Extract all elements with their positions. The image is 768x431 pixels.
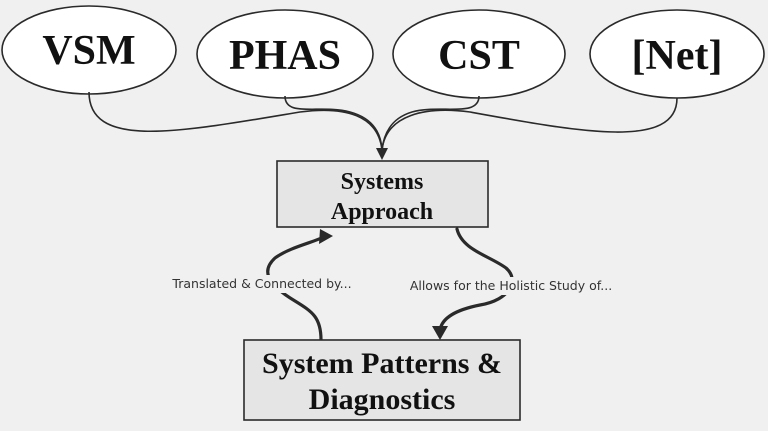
edge-allows-label-bg <box>413 277 609 295</box>
edge-allows-label: Allows for the Holistic Study of... <box>410 278 612 293</box>
node-vsm: VSM <box>1 5 177 95</box>
edge-cst-to-systems <box>381 95 480 151</box>
edge-allows-arrowhead <box>432 326 448 340</box>
node-net: [Net] <box>589 9 765 99</box>
edge-translated-label-bg <box>174 275 350 293</box>
edge-translated-arrowhead <box>319 229 333 244</box>
node-cst-label: CST <box>438 33 520 79</box>
node-system-patterns-line2: Diagnostics <box>309 383 456 416</box>
node-net-label: [Net] <box>632 33 723 79</box>
node-system-patterns-shape <box>243 339 521 421</box>
node-vsm-label: VSM <box>42 28 135 74</box>
edge-phas-to-systems <box>284 95 383 151</box>
node-systems-approach-line2: Approach <box>331 199 433 225</box>
node-phas-label: PHAS <box>229 33 341 79</box>
node-systems-approach: Systems Approach <box>276 160 489 228</box>
node-system-patterns-line1: System Patterns & <box>262 347 502 380</box>
node-phas: PHAS <box>196 9 374 99</box>
node-systems-approach-line1: Systems <box>341 169 424 195</box>
edge-net-to-systems <box>381 97 678 151</box>
node-cst: CST <box>392 9 566 99</box>
node-system-patterns: System Patterns & Diagnostics <box>243 339 521 421</box>
arrowhead-into-systems <box>376 148 388 160</box>
edge-vsm-to-systems <box>88 91 383 151</box>
edge-translated-label: Translated & Connected by... <box>171 276 351 291</box>
node-systems-approach-shape <box>276 160 489 228</box>
